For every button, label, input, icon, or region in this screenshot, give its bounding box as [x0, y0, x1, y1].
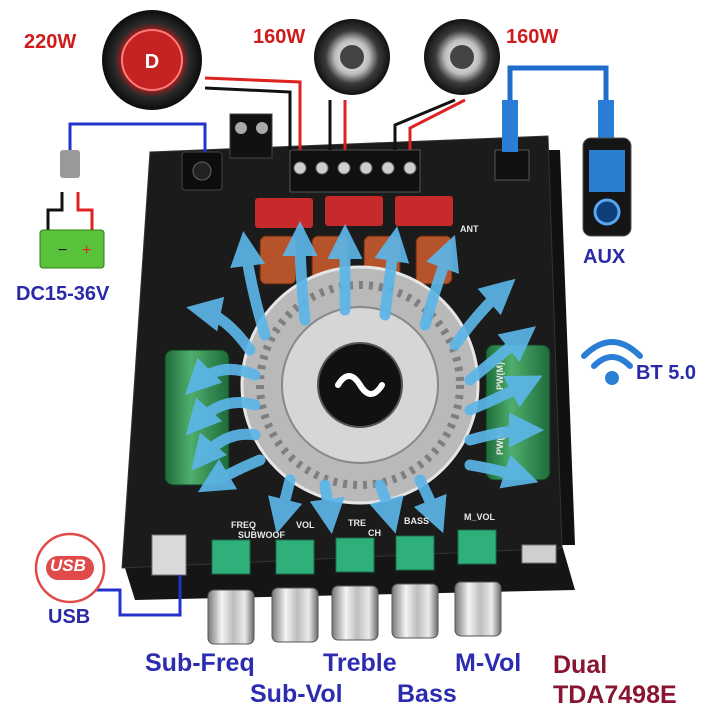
resistor [325, 196, 383, 226]
board-side-panel [548, 150, 575, 545]
switch [521, 544, 557, 564]
knob [454, 581, 502, 637]
silk-vol: VOL [296, 520, 315, 530]
svg-text:D: D [145, 51, 159, 73]
knob [271, 587, 319, 643]
pot-base [275, 539, 315, 575]
usb-logo-text: USB [50, 556, 86, 575]
svg-text:+: + [82, 242, 91, 259]
knob [391, 583, 439, 639]
silk-ch: CH [368, 528, 381, 538]
knob-label-sub-vol: Sub-Vol [250, 680, 343, 708]
knob-label-treble: Treble [323, 649, 397, 677]
antenna-marking: ANT [460, 224, 479, 234]
svg-text:−: − [58, 242, 67, 259]
silk-tre: TRE [348, 518, 366, 528]
speaker-terminal-block [289, 149, 421, 193]
speaker-icon [424, 19, 500, 95]
aux-player-icon [582, 137, 632, 237]
usb-label: USB [48, 606, 91, 628]
knob [331, 585, 379, 641]
silk-subwoof: SUBWOOF [238, 530, 285, 540]
resistor [255, 198, 313, 228]
silk-freq: FREQ [231, 520, 256, 530]
silk-mvol: M_VOL [464, 512, 496, 522]
inductor [259, 235, 297, 285]
chip-label-line1: Dual [553, 651, 608, 679]
battery-icon: − + [39, 229, 105, 269]
left-speaker-power-label: 160W [253, 26, 306, 48]
subwoofer-power-label: 220W [24, 31, 77, 53]
knob [207, 589, 255, 645]
usb-logo-icon [34, 532, 106, 604]
pot-base [335, 537, 375, 573]
power-terminal [229, 113, 273, 159]
knob-label-m-vol: M-Vol [455, 649, 522, 677]
pot-base [395, 535, 435, 571]
capacitor-marking: PW(M) [495, 362, 505, 390]
bt-label: BT 5.0 [636, 362, 697, 384]
resistor [395, 196, 453, 226]
right-speaker-power-label: 160W [506, 26, 559, 48]
usb-port [151, 534, 187, 576]
speaker-icon [314, 19, 390, 95]
aux-jack [494, 149, 530, 181]
silk-bass: BASS [404, 516, 429, 526]
airflow-arrows [185, 220, 545, 534]
knob-label-sub-freq: Sub-Freq [145, 649, 255, 677]
pot-base [457, 529, 497, 565]
pot-base [211, 539, 251, 575]
capacitor-marking: PW(M) [495, 427, 505, 455]
aux-label: AUX [583, 246, 626, 268]
wifi-icon [581, 339, 643, 385]
dc-input-label: DC15-36V [16, 283, 110, 305]
chip-label-line2: TDA7498E [553, 681, 677, 709]
subwoofer-icon: D [102, 10, 202, 110]
knob-label-bass: Bass [397, 680, 457, 708]
